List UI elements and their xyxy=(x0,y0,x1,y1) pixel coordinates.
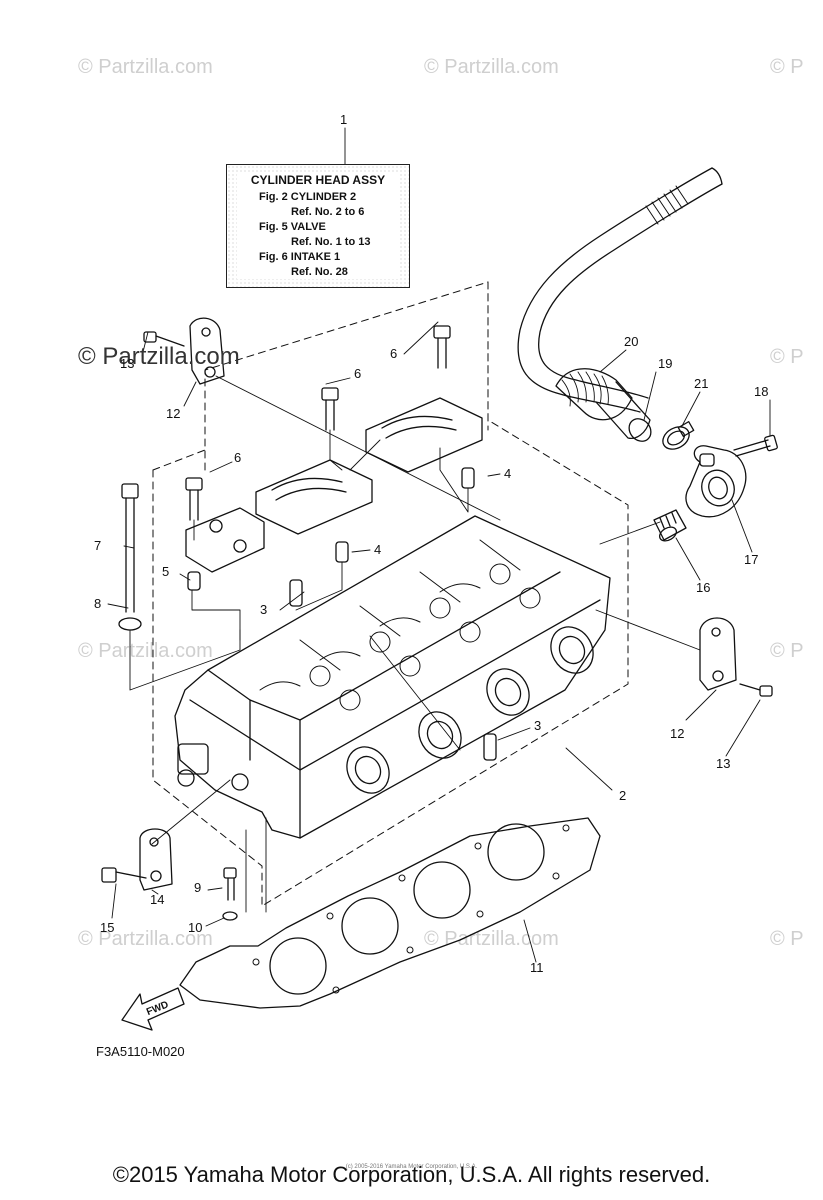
watermark: © Partzilla.com xyxy=(78,640,213,662)
callout-number: 6 xyxy=(354,366,362,381)
watermark: © Partzilla.com xyxy=(78,928,213,950)
callout-number: 10 xyxy=(188,920,203,935)
callout-number: 19 xyxy=(658,356,673,371)
label-line: Ref. No. 2 to 6 xyxy=(291,206,365,218)
cylinder-head xyxy=(174,515,611,839)
callout-number: 14 xyxy=(150,892,165,907)
callout-number: 6 xyxy=(234,450,242,465)
bolt-6 xyxy=(433,325,451,369)
bolt-13 xyxy=(739,683,773,697)
dowel-pin xyxy=(335,541,349,563)
watermark: © P xyxy=(770,928,804,950)
callout-number: 1 xyxy=(340,112,348,127)
bracket-14 xyxy=(139,828,173,891)
dowel-pin xyxy=(461,467,475,489)
long-bolt xyxy=(121,483,139,613)
label-line: Fig. 5 VALVE xyxy=(259,221,326,233)
callout-number: 18 xyxy=(754,384,769,399)
callout-number: 7 xyxy=(94,538,102,553)
callout-number: 15 xyxy=(100,920,115,935)
cylinder-head-assy-label: CYLINDER HEAD ASSY Fig. 2 CYLINDER 2 Ref… xyxy=(226,164,410,288)
bolt-15 xyxy=(101,867,147,883)
label-line: Fig. 2 CYLINDER 2 xyxy=(259,191,357,203)
callout-number: 16 xyxy=(696,580,711,595)
assembly-outline-main xyxy=(152,419,629,907)
callout-number: 12 xyxy=(670,726,685,741)
thermostat-cover xyxy=(685,445,747,518)
bolt-13 xyxy=(143,331,185,347)
callout-number: 3 xyxy=(534,718,542,733)
callout-number: 2 xyxy=(619,788,627,803)
watermark: © Partzilla.com xyxy=(424,928,559,950)
hose-clamp xyxy=(662,421,695,450)
bolt-6 xyxy=(321,387,339,431)
bolt-6 xyxy=(185,477,203,521)
watermark: © P xyxy=(770,56,804,78)
camshaft-cap-left xyxy=(185,507,265,573)
watermark: © Partzilla.com xyxy=(424,56,559,78)
callout-number: 20 xyxy=(624,334,639,349)
watermark: © P xyxy=(770,346,804,368)
plug xyxy=(289,579,303,607)
watermark: © Partzilla.com xyxy=(78,56,213,78)
dowel-pin xyxy=(187,571,201,591)
thermostat xyxy=(653,509,687,542)
camshaft-cap-middle xyxy=(255,459,373,535)
bracket-right xyxy=(699,617,737,691)
head-gasket xyxy=(179,817,601,1009)
assembly-outline-upper xyxy=(204,281,489,471)
callout-number: 17 xyxy=(744,552,759,567)
callout-number: 4 xyxy=(504,466,512,481)
washer-10 xyxy=(222,911,238,921)
watermark-main: © Partzilla.com xyxy=(78,343,240,370)
label-line: Ref. No. 1 to 13 xyxy=(291,236,371,248)
fine-print: (c) 2005-2016 Yamaha Motor Corporation, … xyxy=(345,1164,478,1170)
callout-number: 12 xyxy=(166,406,181,421)
bolt-18 xyxy=(733,434,778,457)
bracket-upper xyxy=(189,317,225,385)
callout-number: 8 xyxy=(94,596,102,611)
watermark: © P xyxy=(770,640,804,662)
label-line: Fig. 6 INTAKE 1 xyxy=(259,251,341,263)
bellows-hose xyxy=(555,368,652,442)
callout-number: 13 xyxy=(120,356,135,371)
forward-arrow xyxy=(121,987,185,1031)
callout-number: 5 xyxy=(162,564,170,579)
callout-number: 3 xyxy=(260,602,268,617)
callout-number: 13 xyxy=(716,756,731,771)
callout-number: 6 xyxy=(390,346,398,361)
callout-number: 9 xyxy=(194,880,202,895)
callout-number: 4 xyxy=(374,542,382,557)
bolt-9 xyxy=(223,867,237,901)
copyright-notice: ©2015 Yamaha Motor Corporation, U.S.A. A… xyxy=(112,1162,711,1187)
plug xyxy=(483,733,497,761)
callout-number: 21 xyxy=(694,376,709,391)
label-line: Ref. No. 28 xyxy=(291,266,348,278)
cooling-hose xyxy=(517,167,723,413)
washer xyxy=(118,617,142,631)
label-title: CYLINDER HEAD ASSY xyxy=(250,173,386,187)
diagram-code: F3A5110-M020 xyxy=(96,1044,185,1059)
callout-number: 11 xyxy=(530,960,544,975)
label-content: CYLINDER HEAD ASSY Fig. 2 CYLINDER 2 Ref… xyxy=(237,173,399,279)
